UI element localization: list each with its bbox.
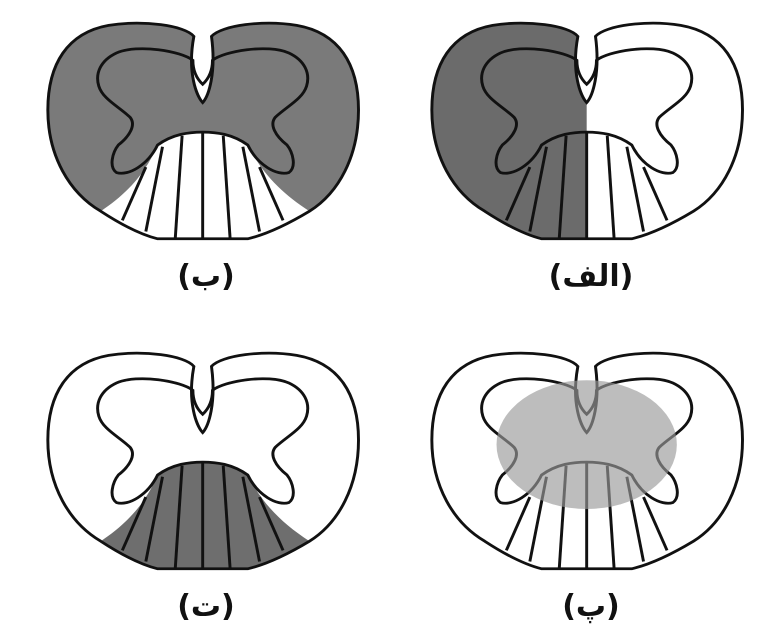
panel-be [40, 18, 373, 257]
caption-te: (ت) [146, 592, 266, 622]
caption-pe: (پ) [531, 592, 651, 622]
panel-alef [424, 18, 743, 257]
panel-pe [432, 353, 743, 569]
caption-be: (ب) [146, 262, 266, 292]
lesion-central-ellipse [497, 380, 677, 509]
caption-alef: (الف) [531, 262, 651, 292]
panel-te [48, 353, 359, 569]
